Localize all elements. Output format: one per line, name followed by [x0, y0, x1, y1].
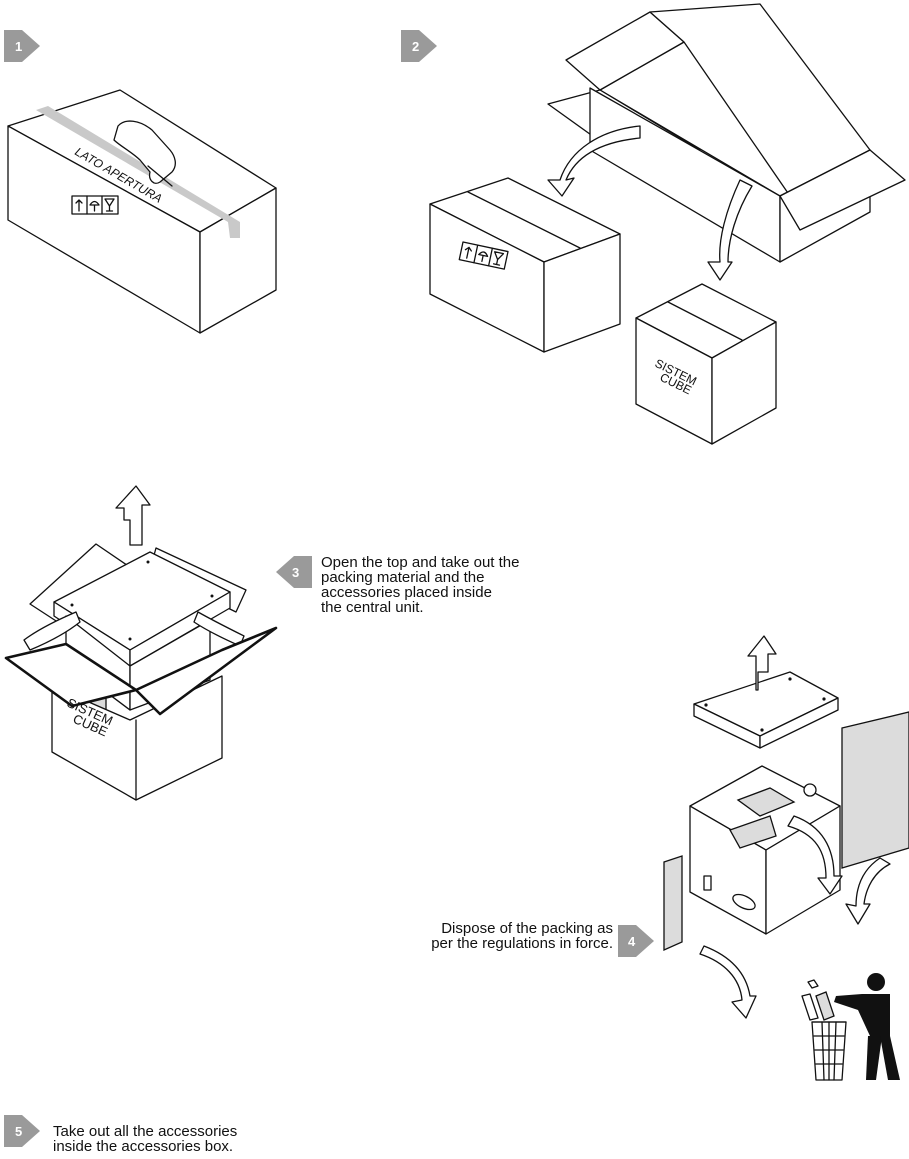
step-4-badge: 4: [618, 925, 654, 957]
step-3-line-4: the central unit.: [321, 599, 424, 616]
arrow-to-bin-icon: [699, 945, 757, 1019]
step-5-line-1: Take out all the accessories: [53, 1123, 238, 1140]
left-hand-icon: [23, 611, 81, 651]
tape-end: [230, 222, 240, 238]
acc-box-side: [543, 233, 621, 353]
front-flap: [779, 149, 906, 231]
cube-box-body: [51, 675, 223, 801]
arrow-down-icon: [707, 179, 753, 281]
side-panel-packing: [841, 711, 909, 869]
step-5-caption: Take out all the accessories inside the …: [53, 1124, 237, 1154]
cube-front-flap-right: [134, 626, 278, 716]
right-hand-icon: [193, 611, 245, 647]
handling-symbols: [71, 195, 119, 215]
hand-icon: [113, 120, 176, 184]
step-5-line-2: inside the accessories box.: [53, 1138, 234, 1155]
cube-box-side: [711, 321, 777, 445]
arrow-panel-down-icon: [845, 857, 891, 925]
fragile-up-arrow-icon: [75, 199, 83, 212]
inner-packing-card: [736, 787, 796, 817]
step-3-badge: 3: [276, 556, 312, 588]
step-3-line-1: Open the top and take out the: [321, 554, 520, 571]
lift-up-arrow-icon: [115, 485, 151, 546]
glass-icon: [104, 198, 115, 212]
acc-handling-symbols: [458, 241, 509, 270]
step-4-caption: Dispose of the packing as per the regula…: [380, 921, 613, 951]
step-4-line-2: per the regulations in force.: [431, 935, 613, 952]
box-side-face: [199, 187, 277, 334]
step-3-line-2: packing material and the: [321, 569, 485, 586]
step-5-badge: 5: [4, 1115, 40, 1147]
step-1-number: 1: [15, 39, 22, 54]
step-4-number: 4: [628, 934, 636, 949]
step-5-number: 5: [15, 1124, 22, 1139]
unit-switch-icon: [703, 875, 712, 891]
unit-logo-badge: [732, 893, 756, 911]
cutter-icon: [147, 165, 173, 187]
step-3-caption: Open the top and take out the packing ma…: [321, 555, 520, 615]
recycling-person-icon: [834, 973, 900, 1080]
step-2-badge: 2: [401, 30, 437, 62]
arrow-card-out-icon: [787, 815, 843, 895]
step-2-number: 2: [412, 39, 419, 54]
right-flap: [649, 3, 871, 197]
trash-bin-icon: [801, 979, 847, 1081]
arrow-left-icon: [547, 125, 641, 197]
step-1-badge: 1: [4, 30, 40, 62]
tape-strip: [36, 106, 240, 238]
step-3-line-3: accessories placed inside: [321, 584, 492, 601]
packing-strip: [663, 855, 683, 952]
umbrella-icon: [89, 200, 100, 212]
step-3-number: 3: [292, 565, 299, 580]
step-4-line-1: Dispose of the packing as: [441, 920, 613, 937]
lid-up-arrow-icon: [747, 635, 777, 691]
